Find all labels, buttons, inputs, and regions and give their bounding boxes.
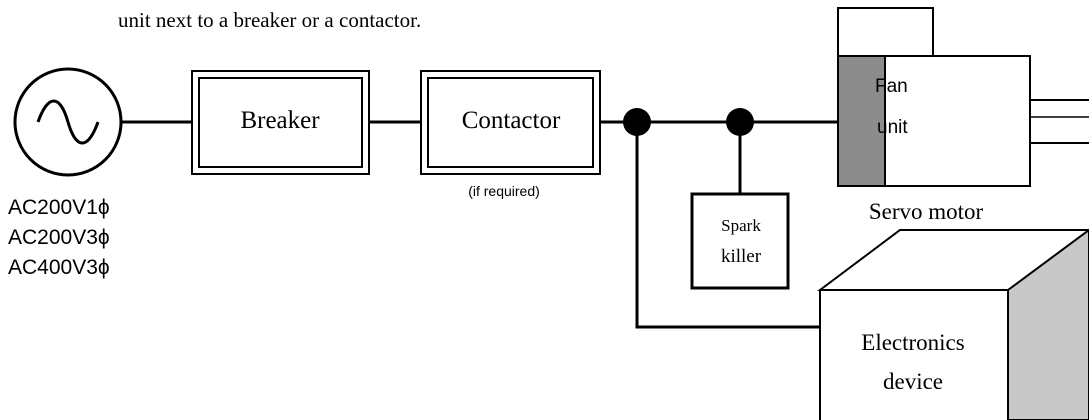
- device-front-face: [819, 289, 1009, 420]
- source-label-1: AC200V1ϕ: [8, 196, 110, 219]
- fan-unit-label-1: Fan: [875, 76, 908, 97]
- fan-unit-label-2: unit: [877, 117, 908, 138]
- fan-unit-panel: [837, 55, 886, 187]
- motor-shaft: [1029, 99, 1089, 144]
- spark-killer-box: [690, 192, 790, 290]
- spark-killer-label-1: Spark: [721, 216, 761, 235]
- source-label-3: AC400V3ϕ: [8, 256, 110, 279]
- contactor-note: (if required): [468, 183, 540, 199]
- breaker-label: Breaker: [240, 107, 320, 134]
- wire-to-electronics: [635, 122, 820, 329]
- sine-wave-icon: [36, 99, 100, 145]
- servo-motor-label: Servo motor: [869, 199, 984, 224]
- servo-motor: [837, 7, 1089, 187]
- motor-top-block: [837, 7, 934, 57]
- electronics-label-2: device: [883, 369, 943, 394]
- caption-text: unit next to a breaker or a contactor.: [118, 8, 421, 32]
- contactor-label: Contactor: [462, 107, 561, 134]
- source-label-2: AC200V3ϕ: [8, 226, 110, 249]
- contactor-box: [420, 70, 601, 175]
- ac-source-symbol: [13, 67, 123, 177]
- spark-killer-label-2: killer: [721, 246, 762, 267]
- electronics-device: [817, 228, 1089, 420]
- electronics-label-1: Electronics: [861, 330, 965, 355]
- breaker-box: [191, 70, 370, 175]
